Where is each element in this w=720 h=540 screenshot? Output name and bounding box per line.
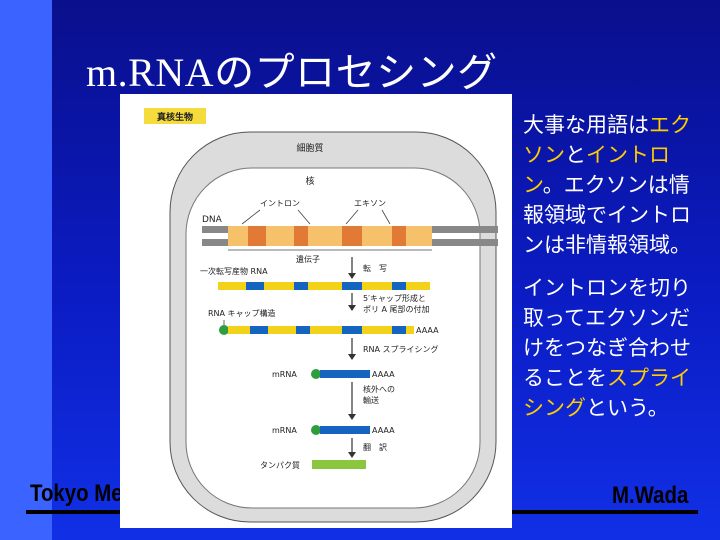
left-accent-bar [0, 0, 52, 540]
term-splicing: スプライシング [523, 366, 691, 420]
export-arrowhead [348, 414, 356, 420]
explanation-paragraph-1: 大事な用語はエクソンとイントロン。エクソンは情報領域でイントロンは非情報領域。 [523, 110, 703, 260]
transcription-arrowhead [348, 273, 356, 279]
p1-text-c: 。エクソンは情報領域でイントロンは非情報領域。 [523, 173, 691, 257]
dna-gene-segments [228, 226, 432, 246]
translation-arrowhead [348, 452, 356, 458]
mrna-cap-2 [311, 425, 321, 435]
mrna-cap-1 [311, 369, 321, 379]
exon-label: エキソン [354, 199, 386, 208]
intron-label: イントロン [260, 199, 300, 208]
nucleus-label: 核 [305, 175, 314, 187]
footer-institution: Tokyo Me [30, 480, 123, 507]
capping-label-1: 5′キャップ形成と [363, 293, 426, 303]
footer-author: M.Wada [612, 482, 689, 509]
mrna-polya-1: AAAA [372, 370, 395, 379]
intron-pointer-right [297, 209, 311, 225]
capping-label-2: ポリ A 尾部の付加 [363, 304, 430, 314]
mrna-body-1 [320, 370, 370, 378]
primary-transcript-label: 一次転写産物 RNA [200, 266, 268, 276]
capped-transcript-rna [228, 326, 414, 334]
exon-pointer-left [345, 209, 359, 225]
mrna-processing-figure: 真核生物 細胞質 核 イントロン エキソン DNA 遺伝子 [120, 94, 512, 528]
slide-title: m.RNAのプロセシング [86, 50, 498, 95]
cytoplasm-label: 細胞質 [296, 142, 323, 154]
translation-label: 翻 訳 [363, 442, 387, 452]
splicing-label: RNA スプライシング [363, 344, 439, 354]
dna-label: DNA [202, 215, 223, 225]
cap-structure-label: RNA キャップ構造 [208, 308, 276, 318]
term-intron: イントロン [523, 143, 670, 197]
p2-text-a: イントロンを切り取ってエクソンだけをつなぎ合わせることを [523, 276, 691, 390]
capping-arrowhead [348, 305, 356, 311]
protein-label: タンパク質 [260, 460, 300, 470]
mrna-polya-2: AAAA [372, 426, 395, 435]
eukaryote-tag-label: 真核生物 [157, 111, 193, 123]
explanation-paragraph-2: イントロンを切り取ってエクソンだけをつなぎ合わせることをスプライシングという。 [523, 273, 703, 423]
export-label-1: 核外への [363, 384, 395, 394]
p1-text-b: と [565, 143, 586, 167]
eukaryote-tag-box [144, 108, 206, 124]
polya-tail-label: AAAA [416, 326, 439, 335]
protein-bar [312, 460, 366, 469]
transcription-label: 転 写 [363, 264, 387, 273]
splicing-arrowhead [348, 354, 356, 360]
diagram-svg: 真核生物 細胞質 核 イントロン エキソン DNA 遺伝子 [144, 108, 498, 523]
mrna-label-1: mRNA [272, 370, 297, 379]
cell-nucleus [185, 167, 481, 509]
mrna-label-2: mRNA [272, 426, 297, 435]
gene-label: 遺伝子 [296, 254, 320, 264]
p1-text-a: 大事な用語は [523, 113, 649, 137]
export-label-2: 輸送 [363, 395, 379, 405]
p2-text-b: という。 [586, 396, 669, 420]
primary-transcript-rna [218, 282, 430, 290]
five-prime-cap [219, 325, 229, 335]
intron-pointer-left [241, 209, 261, 225]
term-exon: エクソン [523, 113, 691, 167]
exon-pointer-right [381, 209, 391, 225]
mrna-body-2 [320, 426, 370, 434]
explanation-text: 大事な用語はエクソンとイントロン。エクソンは情報領域でイントロンは非情報領域。 … [523, 110, 703, 423]
